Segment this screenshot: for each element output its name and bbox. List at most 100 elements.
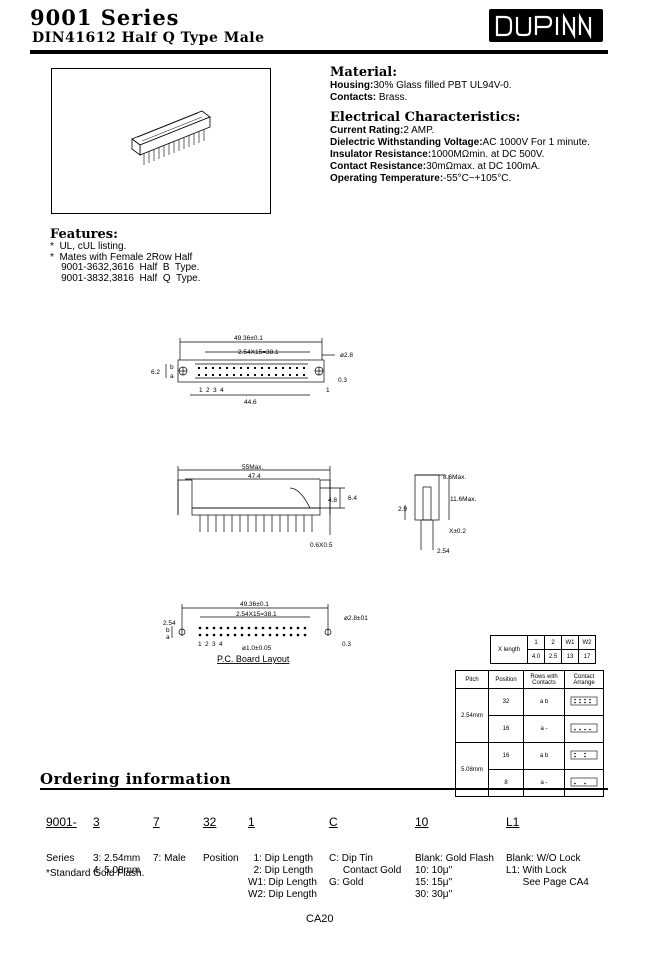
pin-label: 3 — [213, 387, 217, 394]
arrange-glyph — [570, 723, 598, 733]
page-number: CA20 — [306, 913, 334, 925]
material-contacts: Contacts: Brass. — [330, 92, 408, 103]
series-title: 9001 Series — [30, 5, 180, 30]
pcb-pin: 2 — [205, 641, 209, 648]
pcb-row-a: a — [166, 634, 170, 641]
dim-height: 6.2 — [151, 369, 160, 376]
arrange-glyph — [570, 777, 598, 787]
dim-254: 2.54 — [437, 548, 450, 555]
rows-cell: a b — [523, 742, 565, 770]
features-section: Features: * UL, cUL listing. * Mates wit… — [50, 228, 200, 284]
row-a-label: a — [170, 373, 174, 380]
pcb-overall: 49.36±0.1 — [240, 601, 269, 608]
features-heading: Features: — [50, 227, 118, 242]
dielectric-voltage: Dielectric Withstanding Voltage:AC 1000V… — [330, 137, 590, 148]
rows-cell: a b — [523, 688, 565, 716]
x-length-label: X length — [490, 635, 528, 664]
table-row: 16 a - — [456, 715, 604, 743]
position-cell: 32 — [488, 688, 524, 716]
row-b-label: b — [170, 364, 174, 371]
order-col-gender: 7 7: Male — [153, 791, 186, 877]
product-subtitle: DIN41612 Half Q Type Male — [32, 30, 265, 46]
brand-logo — [489, 9, 603, 42]
dim-86: 8.6Max. — [443, 474, 466, 481]
pcb-row-b: b — [166, 627, 170, 634]
order-desc: 1: Dip Length 2: Dip Length W1: Dip Leng… — [248, 853, 317, 900]
arrange-cell — [564, 688, 604, 716]
order-code: 1 — [248, 815, 255, 829]
x-val: 4.0 — [527, 649, 545, 664]
position-cell: 8 — [488, 769, 524, 797]
pcb-small-hole: ø1.0±0.05 — [242, 645, 272, 652]
table-row: 8 a - — [456, 769, 604, 797]
dim-pin-size: 0.6X0.5 — [310, 542, 333, 549]
connector-illustration — [131, 110, 211, 165]
pitch-cell: 5.08mm — [455, 742, 489, 797]
col-header: Rows with Contacts — [523, 670, 565, 689]
arrange-cell — [564, 769, 604, 797]
dim-bottom: 44.6 — [244, 399, 257, 406]
col-header: Pitch — [455, 670, 489, 689]
order-col-series: 9001- Series — [46, 791, 77, 877]
order-code: 32 — [203, 815, 217, 829]
end-view-drawing: 8.6Max. 2.9 11.6Max. X±0.2 2.54 — [398, 474, 476, 555]
order-desc: Series — [46, 853, 75, 864]
top-view-drawing: 49.36±0.1 2.54X15=38.1 ø2.8 6.2 b a 0.3 … — [151, 335, 353, 406]
electrical-heading: Electrical Characteristics: — [330, 110, 521, 125]
order-code: 9001- — [46, 815, 77, 829]
pcb-spacing: 2.54 — [163, 620, 176, 627]
table-row: 5.08mm 16 a b — [455, 742, 604, 797]
rows-cell: a - — [523, 769, 565, 797]
x-val: 2.5 — [544, 649, 562, 664]
order-desc: 7: Male — [153, 853, 186, 864]
pcb-pin: 1 — [198, 641, 202, 648]
pcb-hole: ø2.8±01 — [344, 615, 368, 622]
right-pin-label: 1 — [326, 387, 330, 394]
pin-label: 4 — [220, 387, 224, 394]
side-view-drawing: 55Max. 47.4 4.8 6.4 0.6X0.5 — [177, 464, 357, 549]
order-code: 7 — [153, 815, 160, 829]
pin-label: 1 — [199, 387, 203, 394]
order-col-dip: 1 1: Dip Length 2: Dip Length W1: Dip Le… — [248, 791, 317, 913]
feature-item: * Mates with Female 2Row Half — [50, 251, 193, 263]
arrange-cell — [564, 742, 604, 770]
x-col: W1 — [561, 635, 579, 650]
order-code: C — [329, 815, 338, 829]
pcb-pin: 4 — [219, 641, 223, 648]
order-desc: 3: 2.54mm 4: 5.08mm — [93, 853, 141, 876]
pcb-pin: 3 — [212, 641, 216, 648]
order-code: L1 — [506, 815, 520, 829]
dim-offset: 0.3 — [338, 377, 347, 384]
pcb-layout-drawing: 49.36±0.1 2.54X15=38.1 ø2.8±01 2.54 b a … — [163, 601, 368, 664]
dim-116: 11.6Max. — [450, 496, 476, 503]
x-col: 1 — [527, 635, 545, 650]
position-cell: 16 — [488, 715, 524, 743]
pcb-pitch: 2.54X15=38.1 — [236, 611, 277, 618]
order-desc: C: Dip Tin Contact Gold G: Gold — [329, 853, 402, 888]
arrange-glyph — [570, 696, 598, 706]
order-col-pitch: 3 3: 2.54mm 4: 5.08mm — [93, 791, 140, 889]
order-code: 3 — [93, 815, 100, 829]
table-row: 2.54mm 32 a b — [455, 688, 604, 743]
order-desc: Blank: Gold Flash 10: 10μ" 15: 15μ" 30: … — [415, 853, 494, 900]
header-rule — [30, 50, 608, 54]
order-desc: Position — [203, 853, 239, 864]
pin-label: 2 — [206, 387, 210, 394]
pcb-offset: 0.3 — [342, 641, 351, 648]
material-housing: Housing:30% Glass filled PBT UL94V-0. — [330, 80, 512, 91]
pcb-caption: P.C. Board Layout — [217, 654, 290, 664]
x-col: W2 — [578, 635, 596, 650]
x-val: 13 — [561, 649, 579, 664]
current-rating: Current Rating:2 AMP. — [330, 125, 435, 136]
dim-64: 6.4 — [348, 495, 357, 502]
dim-x: X±0.2 — [449, 528, 466, 535]
ordering-rule — [40, 788, 608, 790]
x-col: 2 — [544, 635, 562, 650]
product-image-frame — [51, 68, 271, 214]
feature-item: * UL, cUL listing. — [50, 241, 127, 252]
order-col-plating: C C: Dip Tin Contact Gold G: Gold — [329, 791, 401, 901]
contact-arrangement-table: Pitch Position Rows with Contacts Contac… — [455, 670, 604, 797]
col-header: Contact Arrange — [564, 670, 604, 689]
dim-29: 2.9 — [398, 506, 407, 513]
gold-flash-note: *Standard Gold Flash. — [46, 868, 145, 879]
